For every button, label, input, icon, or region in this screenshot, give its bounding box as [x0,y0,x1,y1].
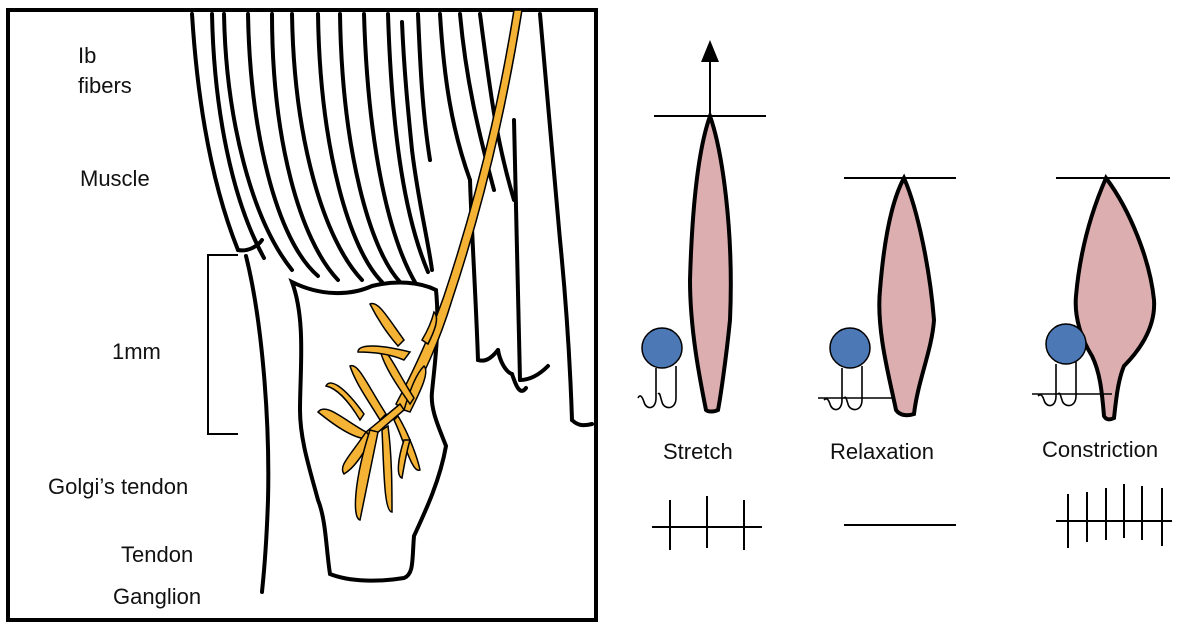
label-relaxation: Relaxation [830,439,934,465]
constriction-receptor [1046,324,1086,364]
label-golgi-tendon: Golgi’s tendon [48,474,188,500]
constriction-state-drawing [1032,178,1172,548]
label-stretch: Stretch [663,439,733,465]
relaxation-state-drawing [818,178,956,525]
label-ganglion: Ganglion [113,584,201,610]
label-muscle: Muscle [80,166,150,192]
label-tendon: Tendon [121,542,193,568]
label-fibers: fibers [78,73,132,99]
stretch-muscle [690,116,731,412]
arrow-head-icon [701,40,719,62]
label-constriction: Constriction [1042,437,1158,463]
constriction-afferent-hooks [1038,362,1076,406]
stretch-receptor [642,328,682,368]
label-ib: Ib [78,43,96,69]
stretch-state-drawing [638,40,766,550]
relaxation-afferent-hooks [824,366,862,410]
stretch-afferent-hooks [638,366,676,408]
scale-bracket [208,255,238,434]
relaxation-muscle [879,178,934,415]
constriction-muscle [1076,178,1154,419]
label-scale: 1mm [112,339,161,365]
relaxation-receptor [830,328,870,368]
